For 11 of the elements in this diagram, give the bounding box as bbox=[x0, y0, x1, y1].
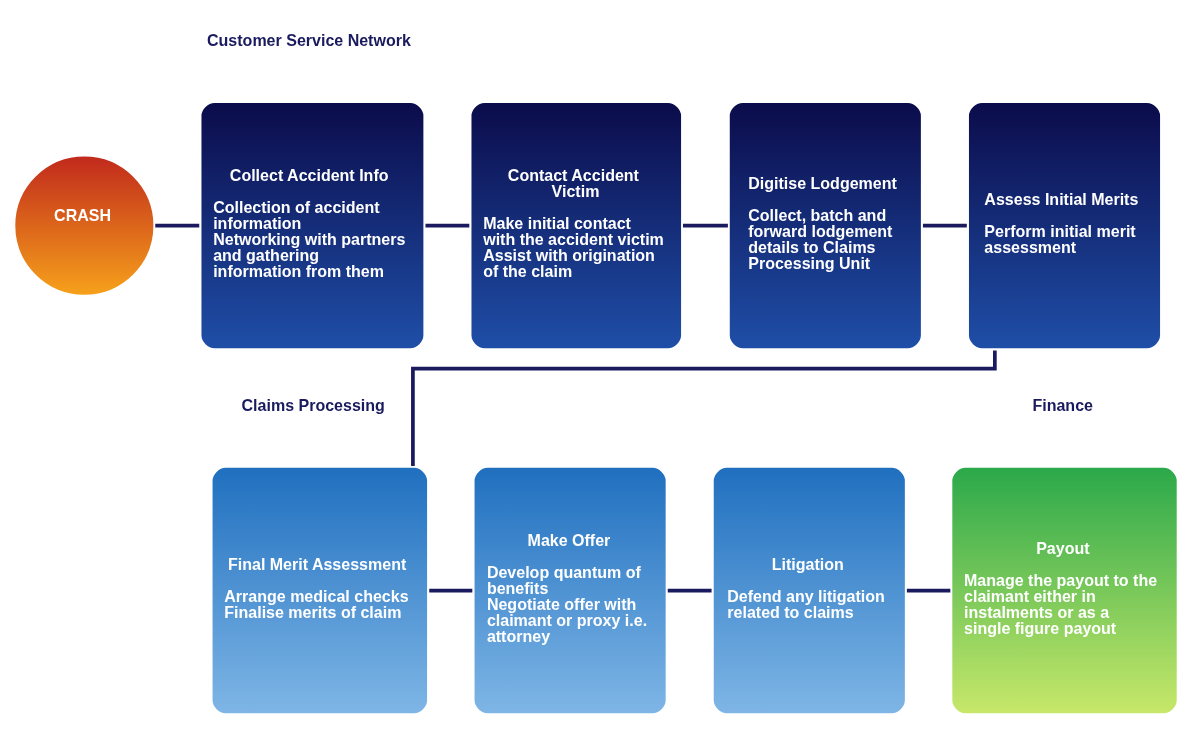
connector bbox=[425, 223, 470, 228]
connector bbox=[667, 588, 712, 593]
connector bbox=[683, 223, 728, 228]
connector bbox=[155, 223, 200, 228]
label: Claims Processing bbox=[241, 396, 385, 415]
connector bbox=[429, 588, 473, 593]
connector bbox=[411, 350, 997, 466]
label: Finance bbox=[1032, 396, 1093, 415]
label: Customer Service Network bbox=[207, 31, 411, 50]
connector bbox=[922, 223, 967, 228]
connector bbox=[906, 588, 951, 593]
